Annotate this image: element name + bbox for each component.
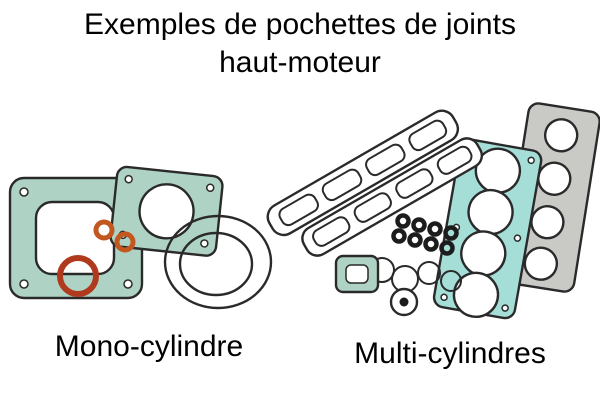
page-title: Exemples de pochettes de joints haut-mot… — [0, 6, 600, 81]
title-line-2: haut-moteur — [219, 45, 381, 79]
mono-cylinder-kit — [8, 165, 273, 310]
valve-cover-gasket — [266, 109, 460, 237]
o-ring-small-icon — [93, 219, 115, 241]
valve-cover-gasket — [301, 137, 484, 257]
gasket-illustration — [8, 102, 600, 320]
valve-stem-seals — [391, 213, 459, 256]
multi-cylinder-kit — [266, 102, 600, 320]
round-seal-rings — [163, 214, 273, 310]
cylinder-head-gasket — [109, 165, 224, 257]
round-seal-with-hole — [389, 287, 419, 317]
o-ring-large-icon — [57, 255, 99, 297]
caption-mono-cylindre: Mono-cylindre — [54, 330, 244, 363]
title-line-1: Exemples de pochettes de joints — [84, 8, 516, 41]
o-ring-small-icon — [114, 231, 136, 253]
head-gasket-4-cylinders — [432, 138, 543, 320]
caption-multi-cylindres: Multi-cylindres — [354, 337, 546, 370]
small-rectangular-gasket — [334, 254, 380, 294]
